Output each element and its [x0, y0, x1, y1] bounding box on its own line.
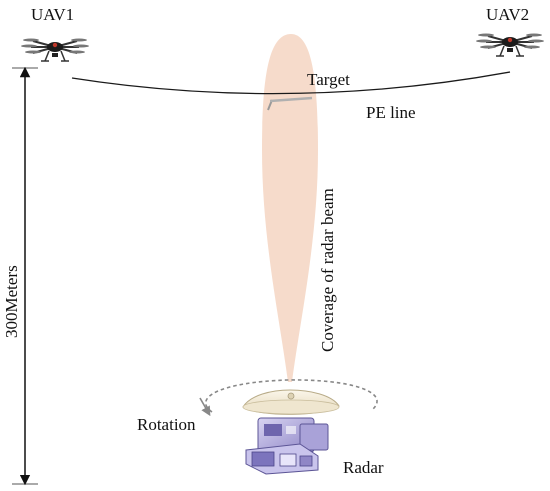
- uav1-label: UAV1: [31, 5, 74, 24]
- beam-label: Coverage of radar beam: [318, 188, 337, 352]
- rotation-arrow: [199, 379, 378, 417]
- height-label: 300Meters: [2, 265, 21, 338]
- target-label: Target: [307, 70, 350, 89]
- drone-icon: [21, 38, 89, 62]
- rotation-label: Rotation: [137, 415, 196, 434]
- drone-icon: [476, 33, 544, 57]
- radar-beam: [262, 34, 318, 382]
- height-dimension: [12, 66, 38, 486]
- pe-line-label: PE line: [366, 103, 416, 122]
- pe-line: [71, 71, 511, 95]
- target-reflector: [267, 96, 313, 111]
- uav2-label: UAV2: [486, 5, 529, 24]
- radar-icon: [242, 389, 340, 475]
- radar-label: Radar: [343, 458, 384, 477]
